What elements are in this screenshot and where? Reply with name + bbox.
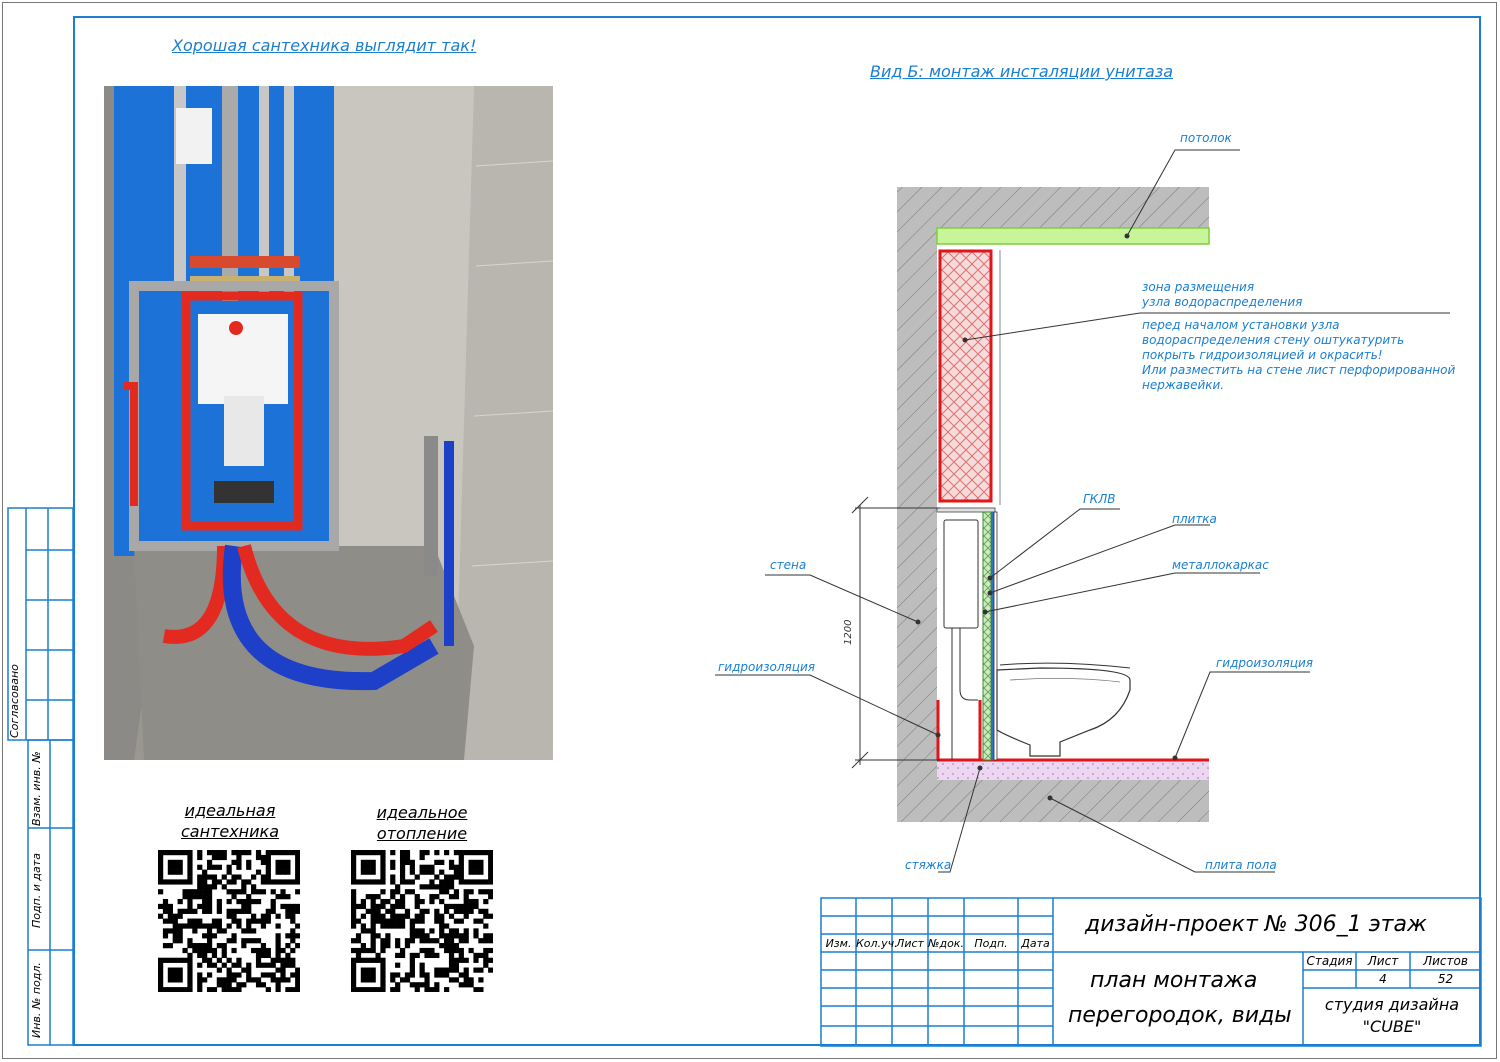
project-title: дизайн-проект № 306_1 этаж bbox=[1085, 912, 1427, 937]
label-floor-slab: плита пола bbox=[1205, 858, 1277, 872]
installation-note: перед началом установки узла водораспред… bbox=[1142, 318, 1456, 392]
ceiling-strip bbox=[936, 227, 1210, 245]
floor-slab bbox=[897, 780, 1209, 822]
sheet-title-line1: план монтажа bbox=[1090, 968, 1258, 993]
qr-code-plumbing[interactable] bbox=[158, 850, 300, 992]
plumbing-photo bbox=[104, 86, 553, 760]
label-ceiling: потолок bbox=[1180, 131, 1232, 145]
col-podp: Подп. bbox=[974, 937, 1008, 950]
label-waterproof-left: гидроизоляция bbox=[718, 660, 815, 674]
sheet-title-line2: перегородок, виды bbox=[1068, 1003, 1292, 1028]
label-metal-frame: металлокаркас bbox=[1172, 558, 1269, 572]
screed bbox=[937, 760, 1209, 780]
studio-line1: студия дизайна bbox=[1324, 995, 1460, 1014]
label-wall: стена bbox=[770, 558, 807, 572]
col-ndok: №док. bbox=[928, 937, 964, 950]
col-list: Лист bbox=[896, 937, 924, 950]
label-waterproof-right: гидроизоляция bbox=[1216, 656, 1313, 670]
label-screed: стяжка bbox=[905, 858, 952, 872]
col-izm: Изм. bbox=[825, 937, 852, 950]
sheets-label: Листов bbox=[1423, 954, 1468, 968]
qr-code-heating[interactable] bbox=[351, 850, 493, 992]
stage-label: Стадия bbox=[1306, 954, 1353, 968]
sheet-border bbox=[73, 16, 1481, 1046]
ceiling-slab bbox=[897, 187, 1209, 228]
label-tile: плитка bbox=[1172, 512, 1217, 526]
label-gklv: ГКЛВ bbox=[1083, 492, 1116, 506]
studio-line2: "CUBE" bbox=[1362, 1017, 1422, 1036]
col-koluch: Кол.уч. bbox=[856, 937, 898, 950]
photo-header: Хорошая сантехника выглядит так! bbox=[172, 36, 477, 55]
sheets-value: 52 bbox=[1437, 972, 1454, 986]
view-header: Вид Б: монтаж инсталяции унитаза bbox=[870, 62, 1174, 81]
sheet-label: Лист bbox=[1367, 954, 1399, 968]
col-data: Дата bbox=[1021, 937, 1050, 950]
water-distribution-zone bbox=[938, 249, 993, 503]
wall bbox=[897, 228, 937, 780]
sheet-value: 4 bbox=[1379, 972, 1387, 986]
